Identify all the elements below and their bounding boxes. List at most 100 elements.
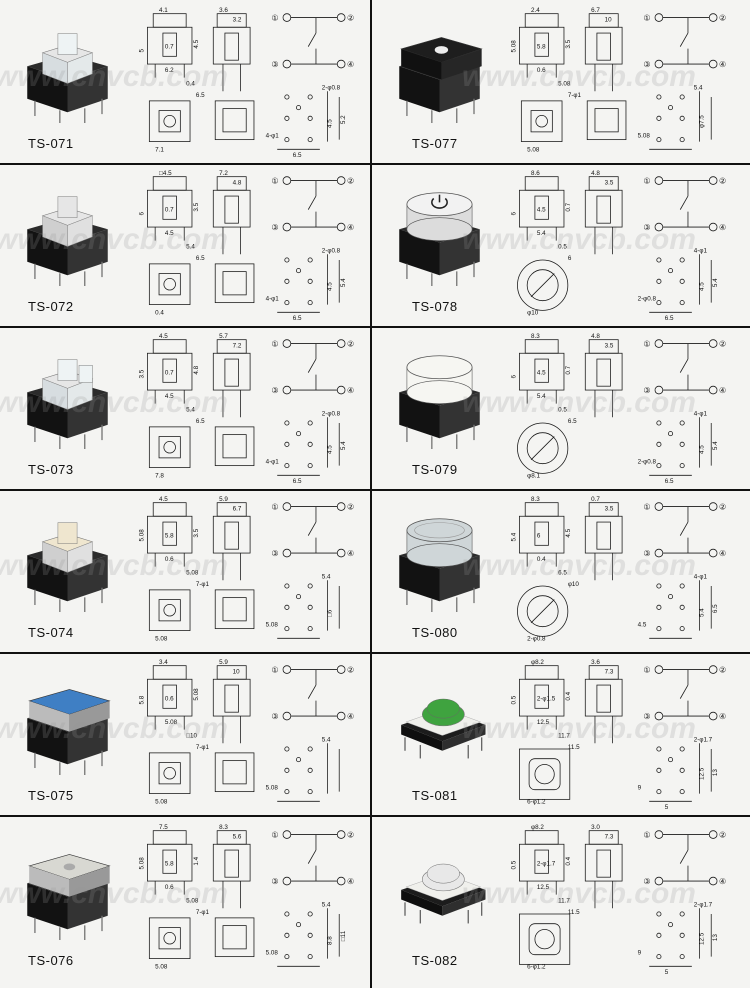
dimension-n: 5.4 xyxy=(340,278,347,287)
dimension-d: 5.08 xyxy=(193,688,200,701)
side-view xyxy=(212,665,251,744)
pin-1-marker: ① xyxy=(643,830,650,839)
dimension-g: 12.5 xyxy=(537,884,550,891)
dimension-h: 5.08 xyxy=(186,897,199,904)
dimension-c: 5.6 xyxy=(233,833,242,840)
side-view xyxy=(212,502,251,581)
dimension-b: 5.9 xyxy=(219,659,228,666)
dimension-d: 4.5 xyxy=(193,39,200,48)
pin-4-marker: ④ xyxy=(347,549,354,558)
dimension-g: 6.2 xyxy=(165,67,174,74)
switch-schematic xyxy=(654,176,718,232)
dimension-j: φ8.1 xyxy=(527,472,540,479)
dimension-d: 1.4 xyxy=(193,856,200,865)
switch-schematic xyxy=(282,830,346,886)
pin-3-marker: ③ xyxy=(643,712,650,721)
dimension-b: 5.7 xyxy=(219,333,228,340)
dimension-b: 7.2 xyxy=(219,170,228,177)
pin-2-marker: ② xyxy=(719,502,726,511)
dimension-m: 4.5 xyxy=(698,282,705,291)
dimension-j: 0.4 xyxy=(155,309,164,316)
dimension-b: 4.8 xyxy=(591,333,600,340)
dimension-b: 0.7 xyxy=(591,496,600,503)
dimension-i: 6 xyxy=(568,255,572,262)
pin-3-marker: ③ xyxy=(643,60,650,69)
dimension-d: 0.4 xyxy=(565,691,572,700)
pin-1-marker: ① xyxy=(271,176,278,185)
pin-2-marker: ② xyxy=(347,339,354,348)
dimension-a: 3.4 xyxy=(159,659,168,666)
switch-cap xyxy=(41,359,94,410)
dimension-e: 5.8 xyxy=(139,695,146,704)
dimension-n: 5.2 xyxy=(340,115,347,124)
dimension-e: 6 xyxy=(511,211,518,215)
dimension-c: 4.8 xyxy=(233,179,242,186)
dimension-e: 5 xyxy=(139,48,146,52)
dimension-f: 2-φ1.5 xyxy=(537,696,556,703)
dimension-i: 6.5 xyxy=(196,255,205,262)
dimension-a: 8.3 xyxy=(531,496,540,503)
dimension-f: 4.5 xyxy=(537,370,546,377)
product-photo xyxy=(27,33,108,123)
dimension-b: 8.3 xyxy=(219,824,228,831)
dimension-g: 5.4 xyxy=(537,230,546,237)
dimension-c: 3.2 xyxy=(233,16,242,23)
switch-cap xyxy=(400,37,483,80)
dimension-f: 0.7 xyxy=(165,370,174,377)
dimension-k: 5.4 xyxy=(694,84,703,91)
dimension-j: 7.1 xyxy=(155,146,164,153)
product-photo xyxy=(399,192,480,286)
pcb-hole-pattern xyxy=(649,417,712,476)
product-photo xyxy=(401,863,486,924)
dimension-c: 3.5 xyxy=(605,505,614,512)
product-code: TS-082 xyxy=(412,953,458,968)
side-view xyxy=(584,339,623,418)
pcb-hole-pattern xyxy=(277,743,340,802)
dimension-k: 4-φ1 xyxy=(694,247,708,254)
dimension-h: 0.5 xyxy=(558,406,567,413)
row-divider xyxy=(0,163,750,165)
product-photo xyxy=(27,359,108,449)
pin-2-marker: ② xyxy=(719,665,726,674)
pin-4-marker: ④ xyxy=(719,60,726,69)
switch-cap xyxy=(406,192,473,241)
dimension-f: 6 xyxy=(537,533,541,540)
top-view xyxy=(517,585,569,637)
pcb-hole-pattern xyxy=(277,580,340,639)
dimension-j: 5.08 xyxy=(527,146,540,153)
dimension-l: 9 xyxy=(638,785,642,792)
dimension-g: 0.4 xyxy=(537,556,546,563)
dimension-j: φ10 xyxy=(527,309,539,316)
dimension-d: 3.5 xyxy=(193,528,200,537)
dimension-d: 4.5 xyxy=(565,528,572,537)
dimension-b: 3.6 xyxy=(591,659,600,666)
dimension-n: 13 xyxy=(712,769,719,776)
pin-2-marker: ② xyxy=(347,176,354,185)
dimension-h: 5.4 xyxy=(186,243,195,250)
pin-1-marker: ① xyxy=(643,176,650,185)
dimension-d: 0.7 xyxy=(565,202,572,211)
side-view xyxy=(584,13,623,92)
pin-1-marker: ① xyxy=(643,339,650,348)
dimension-g: 0.6 xyxy=(165,884,174,891)
dimension-o: 6.5 xyxy=(293,315,302,322)
dimension-j: 5.08 xyxy=(155,798,168,805)
product-photo xyxy=(27,854,111,940)
dimension-k: 5.4 xyxy=(322,901,331,908)
dimension-o: 6.5 xyxy=(293,152,302,159)
dimension-e: 6 xyxy=(139,211,146,215)
dimension-o: 6.5 xyxy=(665,315,674,322)
row-divider xyxy=(0,489,750,491)
dimension-c: 7.2 xyxy=(233,342,242,349)
pin-4-marker: ④ xyxy=(719,877,726,886)
pcb-hole-pattern xyxy=(649,908,712,967)
